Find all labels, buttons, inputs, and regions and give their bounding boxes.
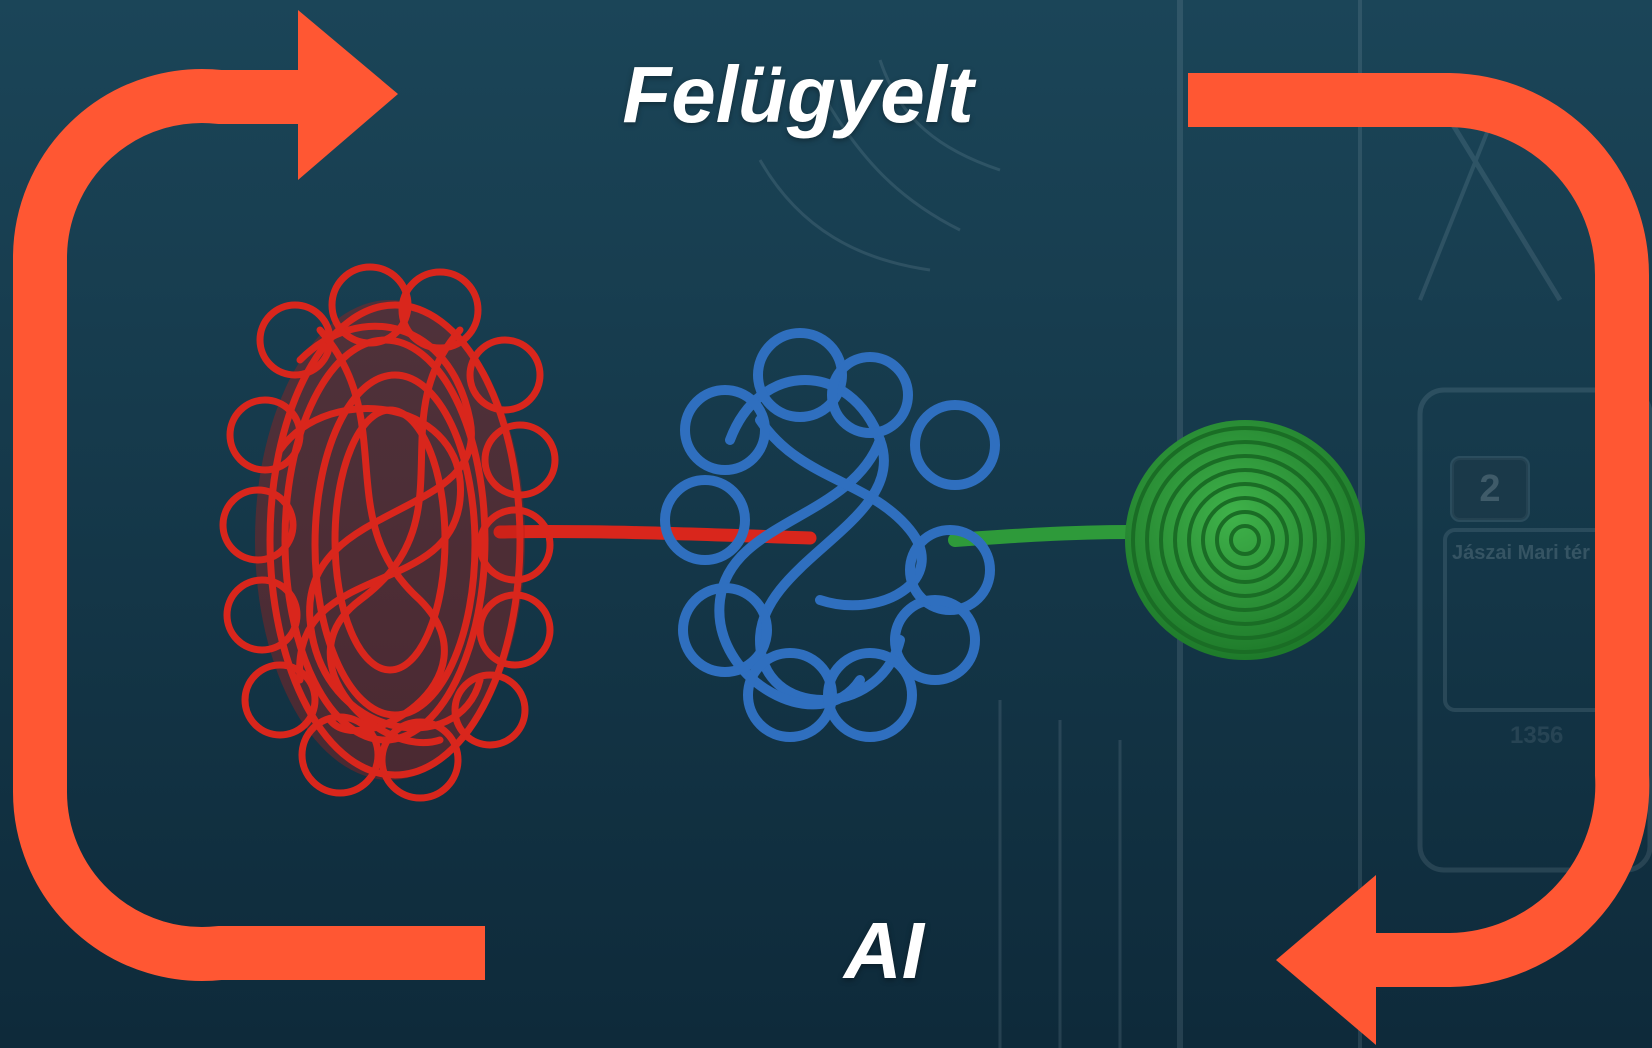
tangled-red-rope-icon [219, 263, 559, 802]
arrowhead-right-icon [298, 10, 398, 180]
curved-arrow-right-icon [12, 69, 485, 981]
label-bottom: AI [844, 906, 924, 995]
blue-knot-rope-icon [660, 328, 1000, 742]
green-spiral-rope-icon [1125, 420, 1365, 660]
label-top: Felügyelt [622, 50, 974, 139]
background-destination-sign: Jászai Mari tér [1452, 542, 1590, 564]
background-route-number: 2 [1479, 468, 1501, 510]
sign-plate [1452, 458, 1528, 520]
background-vehicle-number: 1356 [1510, 722, 1564, 749]
curved-arrow-left-icon [1188, 73, 1650, 987]
arrowhead-left-icon [1276, 875, 1376, 1045]
